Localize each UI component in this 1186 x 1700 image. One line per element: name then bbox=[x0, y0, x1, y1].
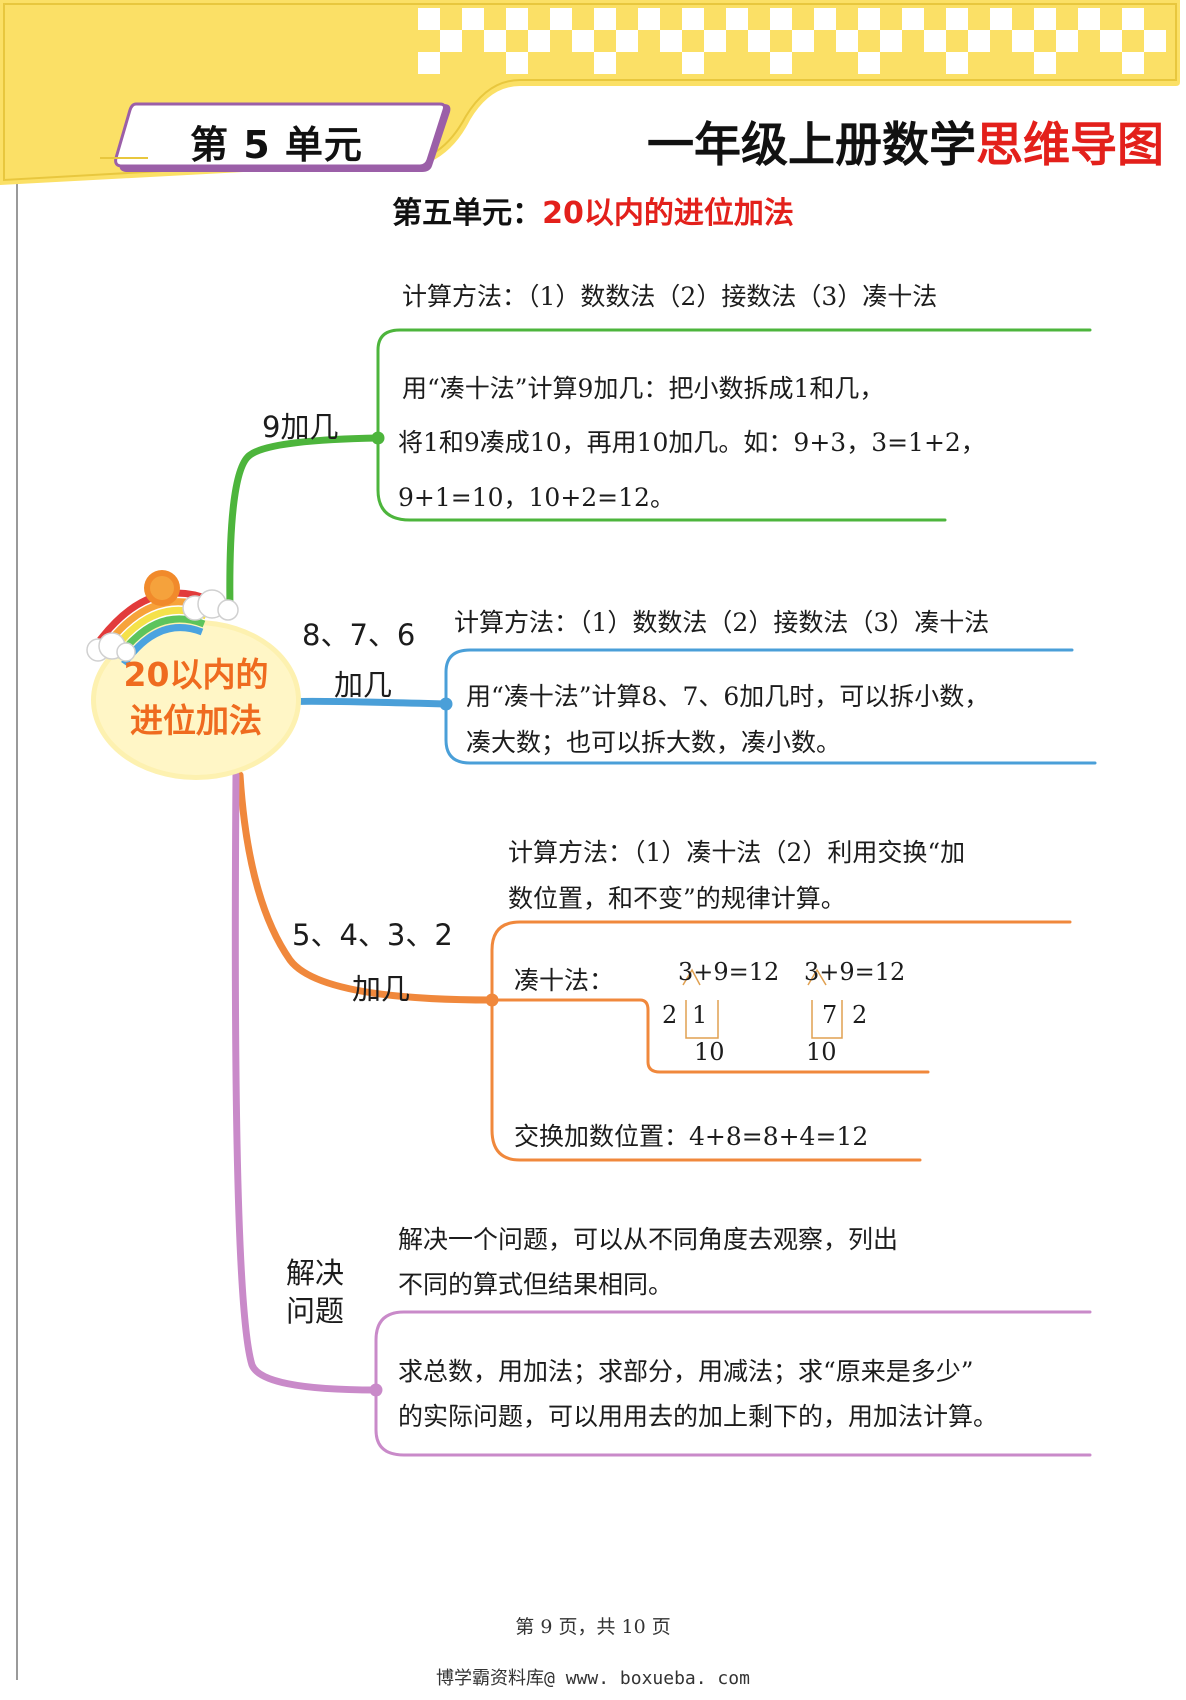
branch-9-method: 计算方法：（1）数数法（2）接数法（3）凑十法 bbox=[402, 282, 938, 311]
branch-problem-detail-line: 的实际问题，可以用用去的加上剩下的，用加法计算。 bbox=[398, 1402, 999, 1431]
example-ten: 10 bbox=[694, 1038, 725, 1066]
branch-9-detail-line: 用“凑十法”计算9加几：把小数拆成1和几， bbox=[402, 374, 885, 403]
title-black: 一年级上册数学 bbox=[647, 118, 976, 173]
unit-badge: 第 5 单元 bbox=[190, 123, 363, 167]
example-split-a: 2 bbox=[662, 1001, 678, 1029]
branch-876-label: 8、7、6 bbox=[302, 618, 416, 652]
unit-subtitle: 第五单元：20以内的进位加法 bbox=[0, 188, 1186, 232]
title-red: 思维导图 bbox=[976, 118, 1164, 173]
branch-5432-method-line: 数位置，和不变”的规律计算。 bbox=[508, 884, 846, 913]
center-line-1: 20以内的 bbox=[123, 655, 269, 694]
subtitle-red: 20以内的进位加法 bbox=[542, 196, 794, 231]
branch-5432-method-line: 计算方法：（1）凑十法（2）利用交换“加 bbox=[508, 838, 966, 867]
branch-problem-label: 解决 bbox=[286, 1256, 345, 1290]
branch-9-detail-line: 9+1=10，10+2=12。 bbox=[398, 483, 675, 512]
page-title: 一年级上册数学思维导图 bbox=[647, 106, 1164, 175]
branch-876-method: 计算方法：（1）数数法（2）接数法（3）凑十法 bbox=[454, 608, 990, 637]
center-node-title: 20以内的 进位加法 bbox=[106, 652, 286, 744]
center-line-2: 进位加法 bbox=[130, 701, 262, 740]
example-split-b: 2 bbox=[852, 1001, 868, 1029]
site-watermark: 博学霸资料库@ www. boxueba. com bbox=[436, 1668, 750, 1689]
page-number: 第 9 页，共 10 页 bbox=[515, 1616, 671, 1638]
subtitle-black: 第五单元： bbox=[392, 196, 543, 231]
branch-5432-label-2: 加几 bbox=[352, 972, 411, 1006]
example-equation: 3+9=12 bbox=[678, 958, 780, 986]
example-split-b: 1 bbox=[692, 1001, 708, 1029]
example-equation: 3+9=12 bbox=[804, 958, 906, 986]
branch-876-label-2: 加几 bbox=[334, 668, 393, 702]
swap-addends: 交换加数位置：4+8=8+4=12 bbox=[514, 1122, 869, 1151]
branch-problem-detail-line: 求总数，用加法；求部分，用减法；求“原来是多少” bbox=[398, 1357, 974, 1386]
branch-5432-label: 5、4、3、2 bbox=[292, 918, 453, 952]
header-banner bbox=[0, 0, 1180, 185]
example-ten: 10 bbox=[806, 1038, 837, 1066]
branch-9-detail-line: 将1和9凑成10，再用10加几。如：9+3，3=1+2， bbox=[398, 428, 986, 457]
branch-9-label: 9加几 bbox=[262, 410, 339, 444]
unit-badge-shape bbox=[100, 102, 451, 172]
checker-pattern bbox=[418, 8, 1166, 74]
example-split-a: 7 bbox=[822, 1001, 838, 1029]
branch-problem-method-line: 不同的算式但结果相同。 bbox=[398, 1270, 674, 1299]
make-ten-label: 凑十法： bbox=[514, 966, 615, 995]
branch-876-detail-line: 用“凑十法”计算8、7、6加几时，可以拆小数， bbox=[466, 682, 990, 711]
branch-problem-method-line: 解决一个问题，可以从不同角度去观察，列出 bbox=[398, 1225, 899, 1254]
branch-problem-label-2: 问题 bbox=[286, 1294, 345, 1328]
page-left-rule bbox=[16, 180, 1172, 1680]
branch-876-detail-line: 凑大数；也可以拆大数，凑小数。 bbox=[466, 728, 842, 757]
